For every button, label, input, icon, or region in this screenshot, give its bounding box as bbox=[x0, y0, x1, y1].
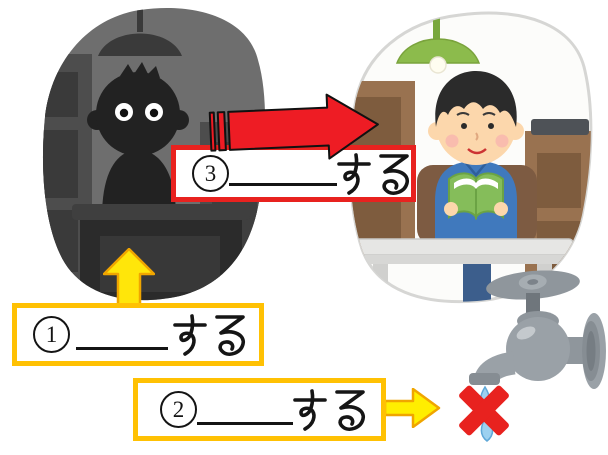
faucet-spout-flange bbox=[469, 373, 500, 385]
desk-top bbox=[352, 238, 574, 256]
green-lamp-stem bbox=[433, 13, 440, 39]
green-lamp-shade bbox=[395, 38, 481, 64]
book-pages bbox=[454, 178, 498, 189]
fill-in-blank-1 bbox=[75, 347, 168, 350]
fill-in-blank-3 bbox=[229, 183, 337, 186]
lamp-bulb bbox=[429, 56, 447, 74]
dark-shelf-panel bbox=[42, 72, 78, 117]
boy-hair bbox=[435, 71, 517, 127]
circled-number-2: 2 bbox=[160, 391, 197, 428]
dark-desk-top bbox=[72, 204, 250, 220]
faucet-handle-stem bbox=[526, 293, 540, 317]
boy-blush bbox=[445, 134, 459, 148]
boy-eye bbox=[488, 123, 494, 129]
faucet-illustration bbox=[459, 270, 606, 442]
boy-eyebrow bbox=[456, 112, 470, 116]
suru-text-3 bbox=[337, 152, 409, 195]
faucet-body bbox=[506, 317, 570, 381]
arrow-stripe bbox=[216, 111, 227, 152]
blank-box-1: 1 bbox=[12, 303, 264, 366]
person-silhouette-hair bbox=[120, 62, 160, 78]
faucet-highlight bbox=[516, 326, 536, 340]
arrow-stripe bbox=[208, 111, 217, 152]
dark-lamp-stem bbox=[137, 8, 143, 32]
dark-shelf-panel bbox=[42, 210, 78, 272]
suru-text-2 bbox=[293, 388, 365, 431]
red-x-mark bbox=[459, 385, 509, 436]
suru-text-1 bbox=[173, 313, 245, 356]
boy-eyebrow bbox=[482, 112, 496, 116]
fill-in-blank-2 bbox=[197, 422, 293, 425]
person-eye-pupil bbox=[119, 108, 129, 118]
arrow-body bbox=[227, 93, 379, 160]
boy-hand bbox=[444, 202, 458, 216]
person-eye-pupil bbox=[149, 108, 159, 118]
bookshelf-panel bbox=[537, 153, 581, 208]
boy-blush bbox=[495, 134, 509, 148]
boy-eye bbox=[461, 123, 467, 129]
dark-lamp-shade bbox=[98, 33, 182, 56]
dark-shelf-panel bbox=[42, 130, 78, 198]
blank-box-2: 2 bbox=[133, 378, 386, 441]
circled-number-1: 1 bbox=[33, 316, 70, 353]
right-arrow-icon bbox=[384, 388, 441, 428]
person-silhouette-head bbox=[96, 72, 180, 156]
faucet-handle bbox=[486, 270, 580, 300]
red-striped-arrow-icon bbox=[208, 93, 379, 160]
up-arrow-icon bbox=[103, 248, 155, 308]
shirt-collar bbox=[465, 162, 487, 177]
desk-front-lip bbox=[359, 255, 567, 264]
desk-leg bbox=[373, 264, 388, 302]
circled-number-3: 3 bbox=[192, 155, 229, 192]
boy-nose bbox=[475, 132, 479, 141]
boy-mouth bbox=[467, 148, 487, 155]
boy-hand bbox=[494, 202, 508, 216]
faucet-flange-hole bbox=[586, 331, 596, 371]
shelf-top-object bbox=[531, 119, 589, 135]
